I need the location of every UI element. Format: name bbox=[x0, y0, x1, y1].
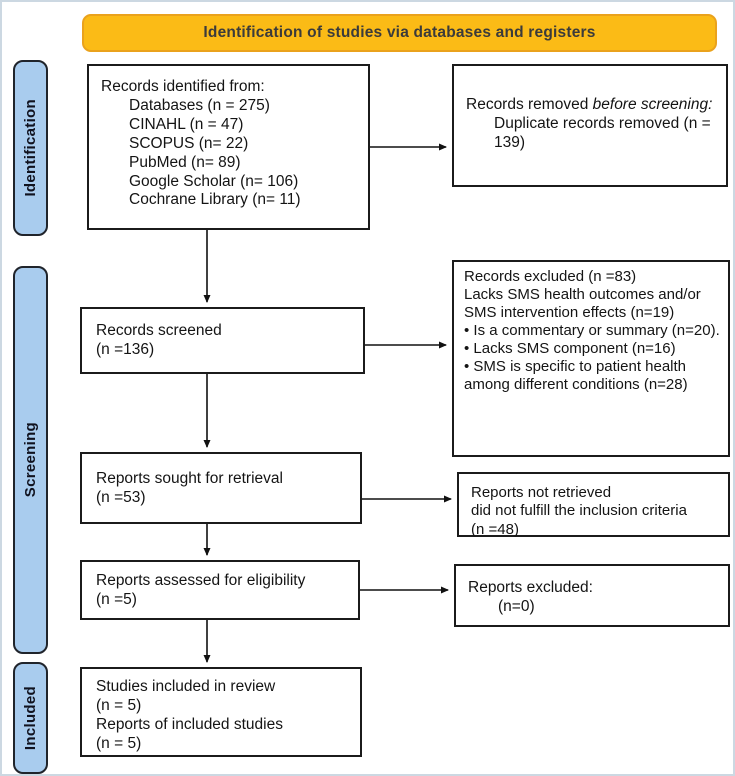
studies-included-line: Studies included in review bbox=[96, 678, 276, 695]
records-identified-item: PubMed (n= 89) bbox=[129, 153, 241, 171]
box-studies-included: Studies included in review (n = 5) Repor… bbox=[80, 667, 362, 757]
reports-not-retrieved-line: did not fulfill the inclusion criteria bbox=[471, 502, 687, 520]
studies-included-line: Reports of included studies bbox=[96, 715, 283, 733]
box-reports-excluded: Reports excluded: (n=0) bbox=[454, 564, 730, 627]
stage-label-included: Included bbox=[13, 662, 48, 774]
reports-assessed-line2: (n =5) bbox=[96, 590, 137, 608]
records-removed-detail: Duplicate records removed (n = 139) bbox=[494, 114, 711, 151]
box-records-screened: Records screened (n =136) bbox=[80, 307, 365, 374]
banner-title: Identification of studies via databases … bbox=[82, 14, 717, 52]
reports-not-retrieved-line: Reports not retrieved bbox=[471, 484, 612, 501]
reports-sought-line1: Reports sought for retrieval bbox=[96, 470, 283, 487]
box-records-excluded: Records excluded (n =83) Lacks SMS healt… bbox=[452, 260, 730, 457]
reports-not-retrieved-line: (n =48) bbox=[471, 520, 519, 538]
records-excluded-line: Lacks SMS health outcomes and/or SMS int… bbox=[464, 286, 701, 321]
box-reports-assessed: Reports assessed for eligibility (n =5) bbox=[80, 560, 360, 620]
box-reports-sought: Reports sought for retrieval (n =53) bbox=[80, 452, 362, 524]
records-excluded-line: • Lacks SMS component (n=16) bbox=[464, 340, 676, 357]
records-identified-item: Cochrane Library (n= 11) bbox=[129, 191, 301, 209]
records-identified-item: SCOPUS (n= 22) bbox=[129, 134, 249, 152]
banner-title-text: Identification of studies via databases … bbox=[203, 24, 596, 41]
box-reports-not-retrieved: Reports not retrieved did not fulfill th… bbox=[457, 472, 730, 538]
stage-label-screening-text: Screening bbox=[22, 422, 39, 498]
stage-label-identification: Identification bbox=[13, 60, 48, 236]
reports-excluded-line1: Reports excluded: bbox=[468, 579, 593, 596]
studies-included-line: (n = 5) bbox=[96, 696, 142, 714]
records-identified-item: Databases (n = 275) bbox=[129, 96, 270, 114]
reports-excluded-line2: (n=0) bbox=[498, 597, 535, 615]
records-identified-title: Records identified from: bbox=[101, 78, 265, 95]
stage-label-screening: Screening bbox=[13, 266, 48, 654]
stage-label-identification-text: Identification bbox=[22, 99, 39, 197]
records-identified-item: Google Scholar (n= 106) bbox=[129, 172, 299, 190]
studies-included-line: (n = 5) bbox=[96, 734, 142, 752]
records-identified-item: CINAHL (n = 47) bbox=[129, 115, 244, 133]
reports-assessed-line1: Reports assessed for eligibility bbox=[96, 572, 306, 589]
records-excluded-line: Records excluded (n =83) bbox=[464, 268, 637, 285]
records-screened-line1: Records screened bbox=[96, 322, 222, 339]
records-excluded-line: • SMS is specific to patient health amon… bbox=[464, 358, 688, 393]
records-removed-title: Records removed before screening: bbox=[466, 96, 713, 113]
records-screened-line2: (n =136) bbox=[96, 340, 155, 358]
stage-label-included-text: Included bbox=[22, 685, 39, 751]
box-records-removed: Records removed before screening: Duplic… bbox=[452, 64, 728, 187]
reports-sought-line2: (n =53) bbox=[96, 488, 146, 506]
records-excluded-line: • Is a commentary or summary (n=20). bbox=[464, 322, 720, 339]
box-records-identified: Records identified from: Databases (n = … bbox=[87, 64, 370, 230]
